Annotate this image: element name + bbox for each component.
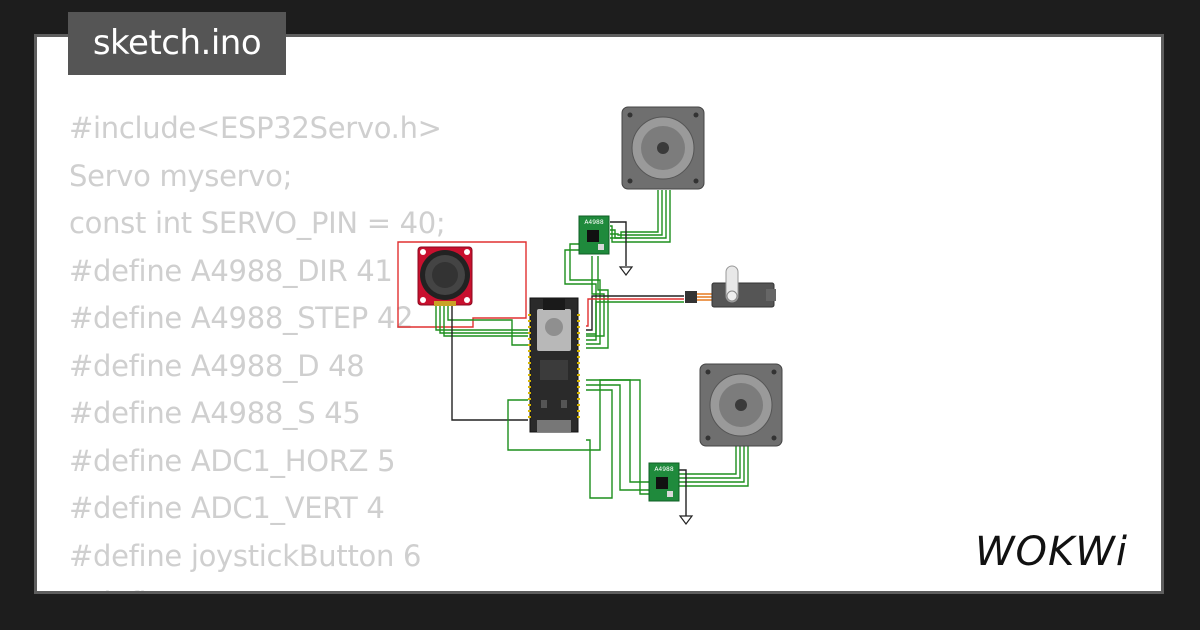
pin-header-left	[528, 314, 531, 418]
wire-green	[435, 305, 528, 331]
wire-green	[447, 305, 528, 346]
wire-green	[443, 305, 528, 337]
pin-header-right	[577, 314, 580, 418]
wires	[397, 190, 749, 516]
wokwi-logo: WOKWi	[975, 529, 1128, 575]
code-line: #define joystickButton 6	[69, 538, 422, 573]
wire-green	[586, 389, 613, 499]
wire-green	[586, 379, 650, 495]
wire-green	[586, 384, 650, 491]
driver-label: A4988	[584, 219, 604, 226]
wire-green	[678, 446, 741, 479]
driver-label: A4988	[654, 466, 674, 473]
wire-green	[586, 256, 605, 337]
wire-black	[678, 469, 687, 516]
wire-green	[507, 379, 650, 483]
code-line: #define A4988_S 45	[69, 396, 361, 430]
code-line: #define A4988_D 48	[69, 348, 365, 383]
wire-red	[397, 241, 527, 328]
wire-black	[586, 295, 684, 331]
preview-card: #include<ESP32Servo.h> Servo myservo; co…	[34, 34, 1164, 594]
wire-green	[586, 256, 609, 349]
code-line: #define ADC1_VERT 4	[69, 491, 385, 525]
code-line: #define A4988_DIR 41	[69, 253, 393, 288]
wire-green	[678, 446, 749, 487]
wire-black	[610, 221, 627, 266]
code-line: #define ADC1_HORZ 5	[69, 443, 396, 478]
wire-green	[569, 243, 601, 345]
wire-green	[439, 305, 528, 334]
file-tab[interactable]: sketch.ino	[68, 12, 286, 75]
wire-green	[678, 446, 737, 475]
ground-symbol	[678, 515, 694, 525]
wire-green	[678, 446, 745, 483]
code-line: const int SERVO_PIN = 40;	[69, 206, 446, 240]
wire-green	[610, 190, 663, 236]
wire-green	[610, 190, 659, 239]
wire-red	[586, 298, 684, 327]
wire-green	[564, 249, 597, 341]
a4988-driver-top[interactable]: A4988	[578, 215, 610, 255]
esp32-board[interactable]	[528, 297, 580, 433]
servo-motor[interactable]	[685, 265, 776, 308]
wokwi-logo-text: WOKWi	[975, 529, 1128, 575]
wire-green	[610, 190, 671, 243]
code-line: #define HOR...	[69, 582, 445, 591]
ground-symbol	[618, 266, 634, 276]
a4988-driver-bottom[interactable]: A4988	[648, 462, 680, 502]
joystick-module[interactable]	[417, 246, 473, 306]
wire-green	[586, 301, 684, 335]
stepper-motor-bottom[interactable]	[699, 363, 783, 447]
wire-black	[451, 305, 528, 421]
code-line: #include<ESP32Servo.h>	[69, 111, 442, 145]
code-listing: #include<ESP32Servo.h> Servo myservo; co…	[69, 107, 446, 591]
code-line: Servo myservo;	[69, 158, 293, 193]
stepper-motor-top[interactable]	[621, 106, 705, 190]
code-line: #define A4988_STEP 42	[69, 301, 414, 335]
